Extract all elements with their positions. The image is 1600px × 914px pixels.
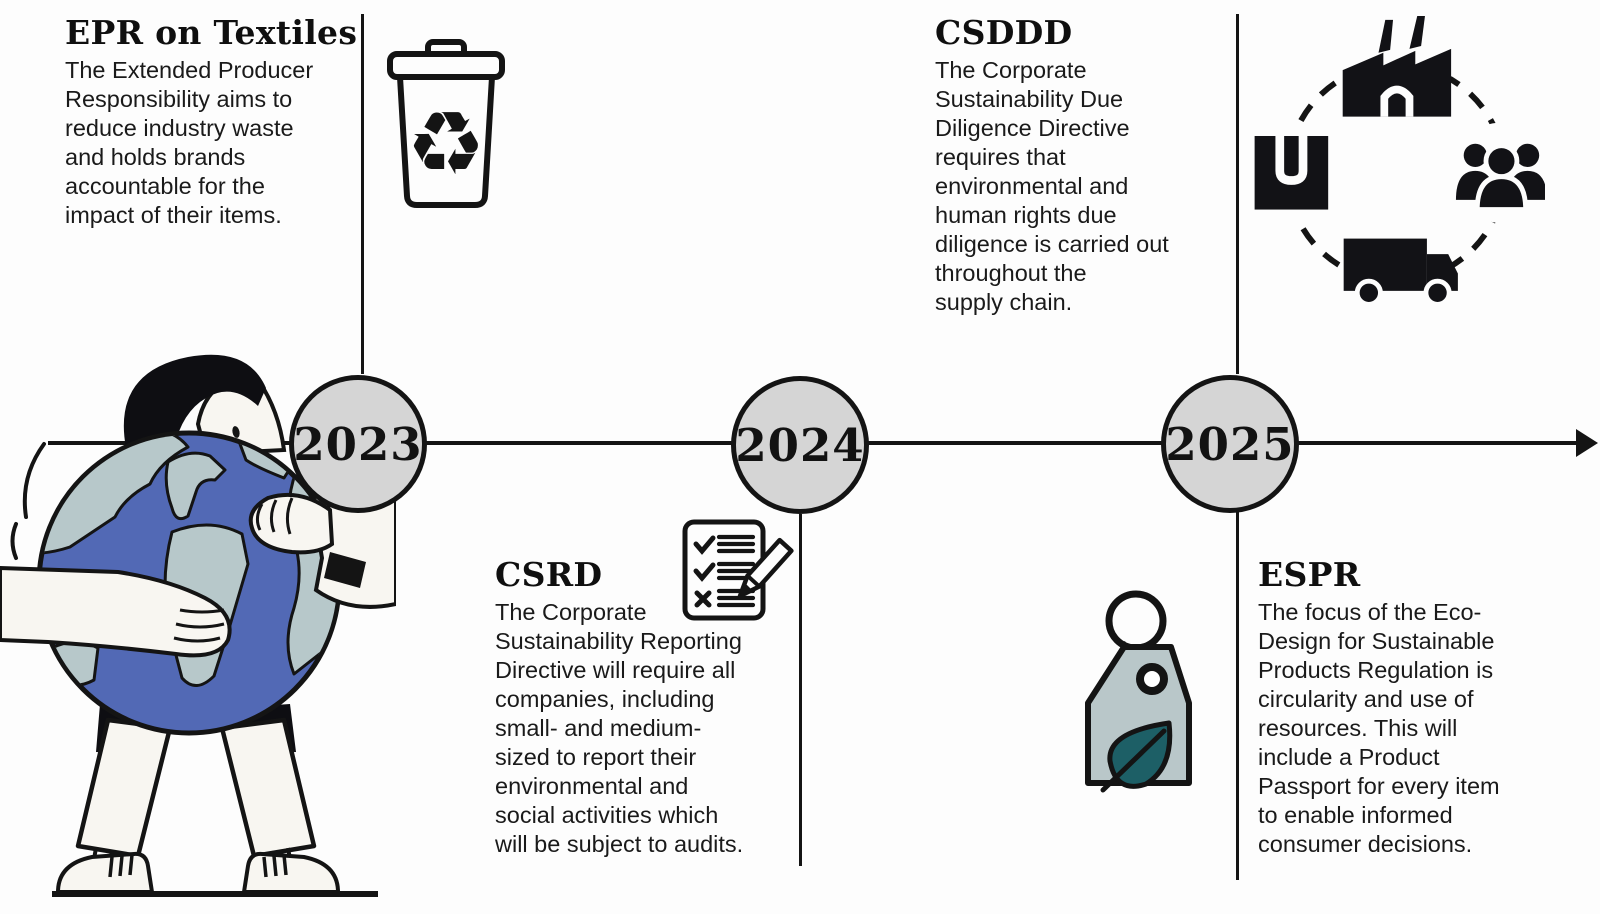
people-glyph [1455,143,1547,212]
connector-2024-bottom [799,514,802,866]
event-csddd: CSDDD The Corporate Sustainability Due D… [935,14,1225,317]
timeline-arrowhead-icon [1576,429,1598,457]
package-box-glyph [1254,135,1329,210]
year-label: 2024 [735,418,865,472]
event-description: The Corporate Sustainability Due Diligen… [935,57,1169,315]
event-epr-on-textiles: EPR on Textiles The Extended Producer Re… [65,14,385,230]
svg-text:♻: ♻ [407,92,486,195]
event-title: CSDDD [935,13,1073,52]
truck-glyph [1343,238,1458,307]
event-title: ESPR [1258,555,1361,594]
circular-economy-icon [1243,10,1553,328]
year-circle-2024: 2024 [731,376,869,514]
event-title: EPR on Textiles [65,13,358,52]
event-espr: ESPR The focus of the Eco- Design for Su… [1258,556,1548,859]
person-hugging-earth-illustration [0,352,398,914]
eco-tag-icon [1076,583,1198,808]
legs [52,704,378,897]
checklist-pencil-icon [679,514,795,629]
event-title: CSRD [495,555,603,594]
event-csrd: CSRD The Corporate Sustainability Report… [495,556,795,859]
factory-glyph [1342,15,1452,117]
connector-2025-bottom [1236,512,1239,880]
year-circle-2025: 2025 [1161,375,1299,513]
year-label: 2023 [293,417,423,471]
motion-arc [22,442,46,519]
event-description: The Corporate Sustainability Reporting D… [495,599,744,857]
connector-2023 [361,14,364,374]
connector-2025-top [1236,14,1239,374]
event-description: The focus of the Eco- Design for Sustain… [1258,599,1500,857]
year-label: 2025 [1165,417,1295,471]
head [123,354,287,457]
year-circle-2023: 2023 [289,375,427,513]
arm-left [0,565,232,658]
motion-arc [10,522,18,560]
arm-right [248,487,398,609]
event-description: The Extended Producer Responsibility aim… [65,57,314,228]
recycle-bin-icon: ♻ [376,34,516,217]
